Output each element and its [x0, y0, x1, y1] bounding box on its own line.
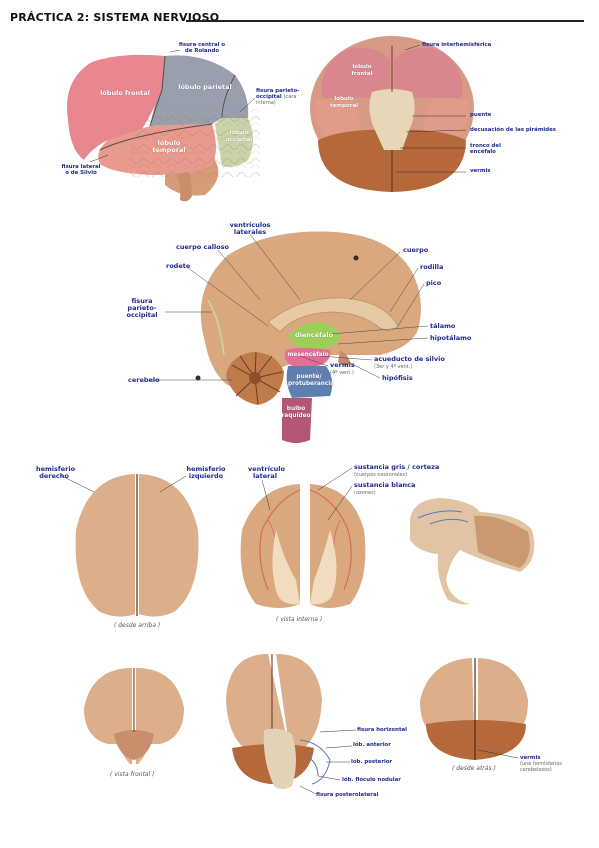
- fig3-label-bulbo: bulbo raquídeo: [281, 406, 311, 419]
- fig5-label-ventriculo: ventrículo lateral: [248, 465, 285, 480]
- fig1-label-lateral: fisura lateral o de Silvio: [61, 164, 101, 176]
- fig1-central-sulcus: [149, 55, 166, 127]
- fig2-label-interhemisferica: fisura interhemisférica: [422, 42, 492, 48]
- fig4-hemisphere-right: [75, 474, 135, 617]
- fig3-label-vermis: vermis (4º vent.): [330, 362, 355, 377]
- fig5-caption: ( vista interna ): [276, 616, 323, 623]
- fig4-label-izquierdo: hemisferio izquierdo: [186, 465, 226, 480]
- fig2-temporal-left: [315, 98, 361, 140]
- fig4-hemisphere-left: [139, 474, 199, 617]
- fig3-medulla: [282, 398, 312, 443]
- fig2-label-tronco: tronco del encéfalo: [470, 143, 501, 155]
- fig3-label-cerebelo: cerebelo: [128, 376, 160, 384]
- fig2-frontal-right: [394, 47, 463, 98]
- fig3-label-rodilla: rodilla: [420, 263, 444, 271]
- title-underline: [186, 20, 584, 22]
- fig3-label-hipotalamo: hipotálamo: [430, 334, 472, 342]
- fig3-sagittal-brain: [150, 228, 430, 443]
- fig5-label-gris-text: sustancia gris / corteza: [354, 463, 440, 471]
- fig2-label-temporal: lóbulo temporal: [329, 96, 359, 109]
- fig5-white-matter: [272, 530, 300, 605]
- fig8-label-horizontal: fisura horizontal: [357, 727, 408, 733]
- fig8-cerebellum-view: [224, 650, 357, 795]
- fig3-pons: [286, 366, 333, 398]
- fig9-caption: ( desde atrás ): [452, 765, 496, 772]
- fig3-aqueduct: [311, 353, 321, 381]
- fig3-midbrain: [284, 348, 331, 366]
- fig3-label-acueducto-sub: (3er y 4º vent.): [374, 364, 413, 370]
- fig3-label-diencefalo: diencéfalo: [294, 331, 334, 339]
- fig1-label-frontal: lóbulo frontal: [100, 89, 150, 97]
- fig3-label-protuberancia: puente/ protuberancia: [288, 374, 335, 387]
- fig1-label-parieto: fisura parieto-occipital (cara interna): [256, 88, 306, 106]
- fig1-lobe-frontal: [67, 54, 165, 160]
- fig5-label-blanca-text: sustancia blanca: [354, 481, 416, 489]
- fig3-diencephalon: [288, 322, 340, 350]
- fig1-label-temporal: lóbulo temporal: [152, 139, 186, 154]
- fig3-label-cuerpo: cuerpo: [403, 246, 429, 254]
- fig2-brainstem: [369, 89, 415, 150]
- fig4-label-derecho: hemisferio derecho: [36, 465, 76, 480]
- fig2-label-vermis: vermis: [470, 168, 491, 174]
- fig4-superior-brain: [61, 470, 205, 620]
- fig3-label-vermis-text: vermis: [330, 361, 355, 369]
- fig2-frontal-left: [321, 47, 390, 98]
- fig3-label-mesencefalo: mesencéfalo: [287, 352, 329, 358]
- fig5-label-gris: sustancia gris / corteza (cuerpos neuron…: [354, 464, 439, 479]
- fig3-corpus-callosum: [267, 297, 399, 333]
- fig9-posterior-brain: [418, 654, 530, 762]
- fig1-label-parietal: lóbulo parietal: [178, 83, 232, 91]
- fig3-label-cuerpo-calloso: cuerpo calloso: [176, 243, 229, 251]
- fig6-sagittal-model: [410, 498, 535, 605]
- fig9-label-vermis-sub: (une hemisferios cerebelosos): [520, 761, 563, 773]
- fig5-label-gris-sub: (cuerpos neuronales): [354, 472, 408, 478]
- fig9-label-vermis-text: vermis: [520, 755, 541, 761]
- fig7-caption: ( vista frontal ): [110, 771, 155, 778]
- fig3-label-rodete: rodete: [166, 262, 191, 270]
- fig8-label-flocular: lób. flóculo nodular: [342, 777, 401, 783]
- fig3-label-talamo: tálamo: [430, 322, 456, 330]
- fig2-inferior-brain: [310, 36, 474, 194]
- fig1-label-parieto-text: fisura parieto-occipital: [256, 88, 300, 100]
- fig5-label-blanca-sub: (axones): [354, 490, 376, 496]
- fig3-label-pico: pico: [426, 279, 442, 287]
- fig8-label-anterior: lób. anterior: [353, 742, 391, 748]
- fig3-label-hipofisis: hipófisis: [382, 374, 413, 382]
- fig5-internal-brain: [240, 467, 366, 608]
- fig2-temporal-right: [423, 98, 469, 140]
- fig2-label-decusacion: decusación de las pirámides: [470, 127, 557, 133]
- fig1-label-central: fisura central o de Rolando: [178, 42, 226, 54]
- fig3-label-fisura-po: fisura parieto-occipital: [126, 297, 158, 319]
- fig1-lateral-sulcus: [99, 123, 213, 151]
- fig3-label-vermis-sub: (4º vent.): [330, 370, 354, 376]
- fig9-label-vermis: vermis (une hemisferios cerebelosos): [520, 755, 576, 773]
- page-title: PRÁCTICA 2: SISTEMA NERVIOSO: [10, 11, 220, 24]
- fig3-po-fissure: [207, 299, 225, 356]
- fig2-label-frontal: lóbulo frontal: [351, 64, 373, 77]
- fig3-label-acueducto-text: acueducto de silvio: [374, 355, 445, 363]
- fig1-po-sulcus: [221, 74, 236, 119]
- fig3-label-ventriculos: ventrículos laterales: [229, 221, 271, 236]
- fig2-label-puente: puente: [470, 112, 492, 118]
- fig5-label-blanca: sustancia blanca (axones): [354, 482, 415, 497]
- fig3-label-acueducto: acueducto de silvio (3er y 4º vent.): [374, 356, 445, 371]
- fig1-lateral-brain: [62, 49, 260, 202]
- fig7-frontal-brain: [80, 664, 190, 768]
- fig8-label-postero: fisura posterolateral: [316, 792, 379, 798]
- fig8-label-posterior: lób. posterior: [351, 759, 393, 765]
- fig1-label-occipital: lóbulo occipital: [225, 130, 253, 143]
- fig4-caption: ( desde arriba ): [114, 622, 161, 629]
- fig1-label-parieto-sub: (cara interna): [256, 94, 297, 106]
